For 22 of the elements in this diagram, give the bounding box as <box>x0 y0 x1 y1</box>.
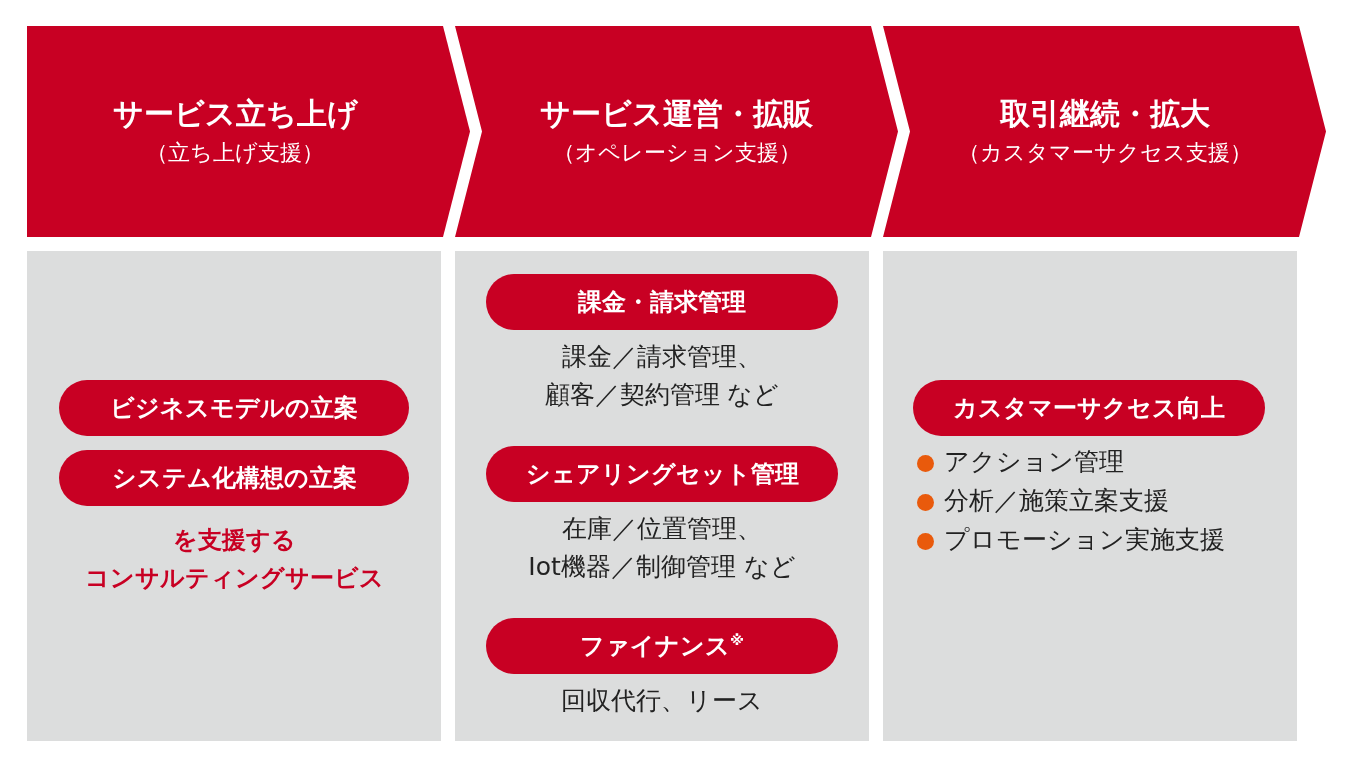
banner-subtitle: （オペレーション支援） <box>551 139 802 167</box>
bullet-text: 分析／施策立案支援 <box>944 486 1169 515</box>
description-text: 課金／請求管理、顧客／契約管理 など <box>543 341 781 411</box>
heading-pill: シェアリングセット管理 <box>486 446 838 502</box>
bullet-text: プロモーション実施支援 <box>944 525 1225 554</box>
panel-background <box>27 251 441 741</box>
heading-pill: 課金・請求管理 <box>486 274 838 330</box>
panel-background <box>455 251 869 741</box>
banner-title: サービス立ち上げ <box>111 95 359 133</box>
banner-title: サービス運営・拡販 <box>539 95 814 133</box>
banner-subtitle: （カスタマーサクセス支援） <box>956 139 1253 167</box>
heading-pill: システム化構想の立案 <box>59 450 409 506</box>
heading-pill: カスタマーサクセス向上 <box>913 380 1265 436</box>
panel-background <box>883 251 1297 741</box>
heading-pill: ビジネスモデルの立案 <box>59 380 409 436</box>
description-text: 回収代行、リース <box>560 685 764 717</box>
banner-subtitle: （立ち上げ支援） <box>145 139 325 167</box>
heading-pill: ファイナンス$^{※}$ <box>486 618 838 674</box>
note-text: を支援するコンサルティングサービス <box>83 525 385 594</box>
bullet-text: アクション管理 <box>944 447 1124 476</box>
description-text: 在庫／位置管理、Iot機器／制御管理 など <box>527 513 797 583</box>
banner-title: 取引継続・拡大 <box>998 95 1211 133</box>
